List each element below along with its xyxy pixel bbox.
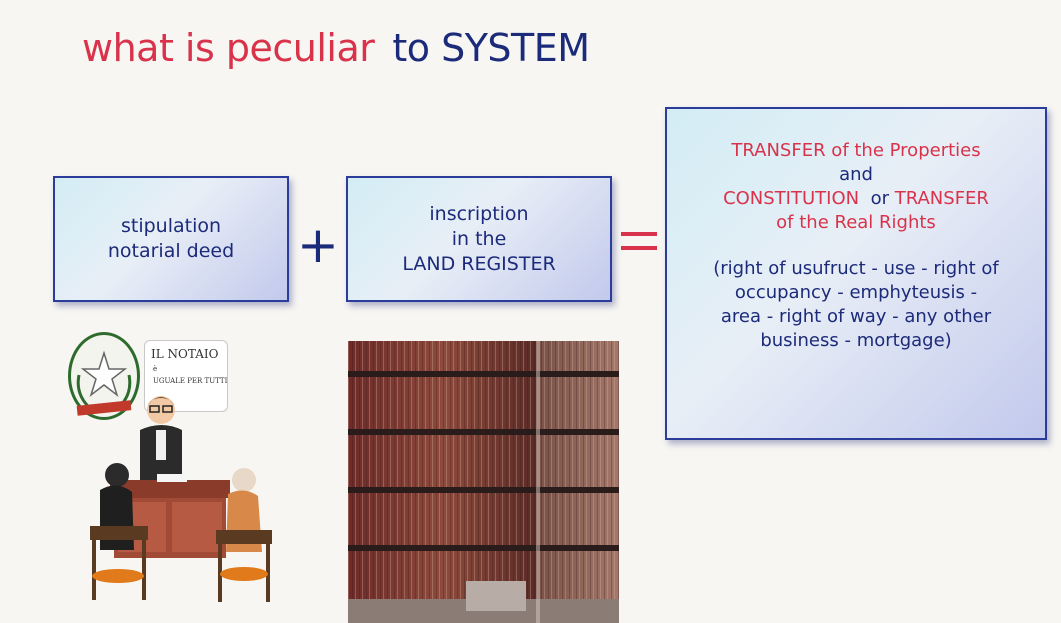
result-line-2: and bbox=[839, 164, 873, 185]
stipulation-box: stipulation notarial deed bbox=[53, 176, 289, 302]
result-detail-4: business - mortgage) bbox=[760, 330, 952, 351]
notary-illustration: IL NOTAIO è UGUALE PER TUTTI bbox=[62, 330, 292, 620]
inscription-line-2: in the bbox=[451, 227, 507, 250]
bubble-line-1: IL NOTAIO bbox=[151, 347, 219, 361]
result-detail-3: area - right of way - any other bbox=[720, 306, 992, 327]
equals-bar-top bbox=[621, 232, 657, 236]
stipulation-line-2: notarial deed bbox=[107, 240, 235, 262]
title-part-peculiar: what is peculiar bbox=[82, 26, 375, 70]
equals-bar-bottom bbox=[621, 246, 657, 250]
equals-operator bbox=[621, 230, 657, 256]
archive-shelves-image bbox=[348, 341, 619, 623]
result-transfer: TRANSFER bbox=[894, 188, 989, 209]
result-line-3: CONSTITUTION or TRANSFER bbox=[723, 187, 989, 211]
inscription-line-1: inscription bbox=[429, 202, 529, 225]
speech-bubble: IL NOTAIO è UGUALE PER TUTTI bbox=[144, 340, 228, 412]
title-part-system: to SYSTEM bbox=[392, 26, 590, 70]
result-detail-2: occupancy - emphyteusis - bbox=[734, 282, 978, 303]
star-emblem-icon bbox=[76, 350, 132, 416]
result-or: or bbox=[870, 188, 889, 209]
plus-operator: + bbox=[297, 216, 339, 274]
result-box: TRANSFER of the Properties and CONSTITUT… bbox=[665, 107, 1047, 440]
inscription-box: inscription in the LAND REGISTER bbox=[346, 176, 612, 302]
client-left bbox=[90, 463, 148, 600]
result-line-1: TRANSFER of the Properties bbox=[731, 140, 981, 161]
result-detail-1: (right of usufruct - use - right of bbox=[713, 258, 999, 279]
bubble-line-2: è bbox=[153, 365, 158, 373]
stipulation-line-1: stipulation bbox=[120, 215, 222, 237]
bubble-line-3: UGUALE PER TUTTI bbox=[153, 377, 228, 385]
italian-emblem-seal bbox=[68, 332, 140, 420]
client-right bbox=[216, 468, 272, 602]
inscription-line-3: LAND REGISTER bbox=[402, 252, 556, 275]
result-line-4: of the Real Rights bbox=[776, 212, 936, 233]
page-title: what is peculiar to SYSTEM bbox=[82, 26, 590, 70]
desk bbox=[110, 474, 230, 558]
result-constitution: CONSTITUTION bbox=[723, 188, 860, 209]
land-register-archive-photo bbox=[348, 341, 619, 623]
